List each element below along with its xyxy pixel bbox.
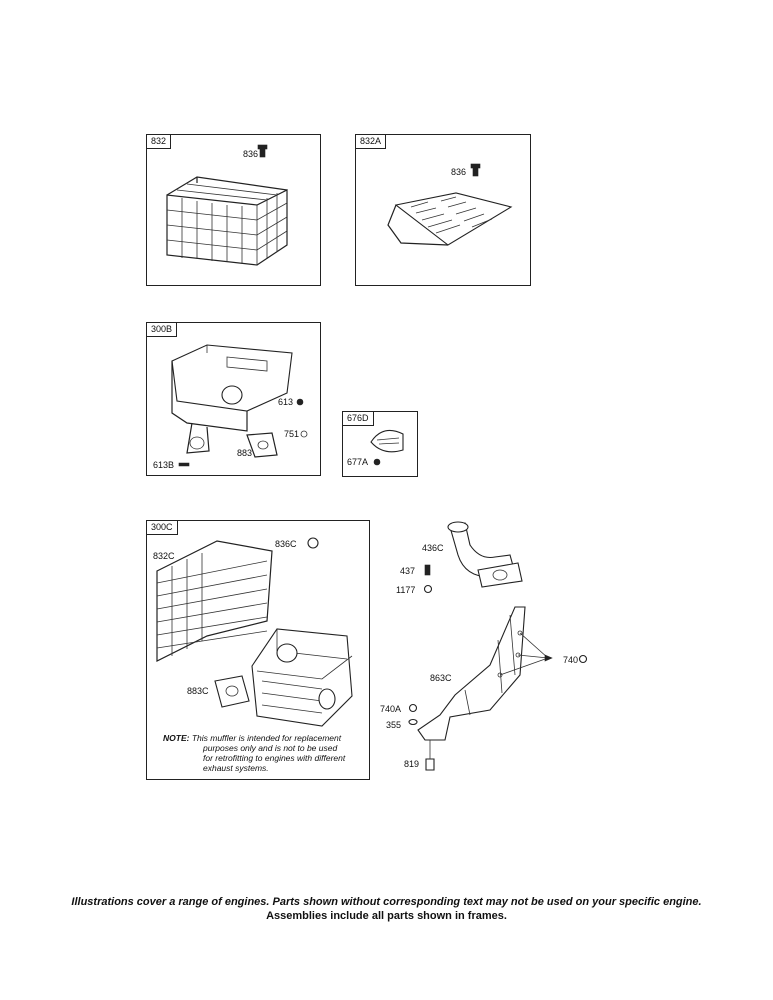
nut-icon <box>578 654 588 664</box>
note-label: NOTE: <box>163 733 190 743</box>
part-label-613[interactable]: 613 <box>278 397 294 407</box>
part-label-751[interactable]: 751 <box>284 429 300 439</box>
part-label-436c[interactable]: 436C <box>422 543 444 553</box>
bolt-icon <box>296 398 304 406</box>
part-label-883[interactable]: 883 <box>237 448 253 458</box>
frame-tag: 676D <box>342 411 374 426</box>
heat-shield-illustration <box>387 163 513 246</box>
spark-arrestor-cover-illustration <box>370 429 404 466</box>
frame-tag: 832 <box>146 134 172 149</box>
footer-assemblies-note: Assemblies include all parts shown in fr… <box>266 910 507 922</box>
part-label-832c[interactable]: 832C <box>153 551 175 561</box>
muffler-guard-illustration <box>166 144 288 266</box>
frame-tag: 300B <box>146 322 178 337</box>
part-label-863c[interactable]: 863C <box>430 673 452 683</box>
muffler-guard-assembly-illustration <box>156 537 353 727</box>
screw-icon <box>373 458 381 466</box>
screw-icon <box>424 564 431 576</box>
loose-parts-area: 436C 437 1177 740 863C 740A 355 819 <box>370 515 600 795</box>
washer-icon <box>408 718 418 726</box>
part-label-613b[interactable]: 613B <box>153 460 175 470</box>
exhaust-pipe-bracket-illustration <box>408 521 588 771</box>
replacement-note: NOTE: This muffler is intended for repla… <box>163 733 373 773</box>
part-label-1177[interactable]: 1177 <box>396 585 416 595</box>
note-line-2: purposes only and is not to be used <box>203 743 338 753</box>
part-label-836[interactable]: 836 <box>243 149 259 159</box>
part-label-740a[interactable]: 740A <box>380 704 402 714</box>
washer-icon <box>423 584 433 594</box>
frame-tag: 832A <box>355 134 387 149</box>
frame-832a: 832A 836 <box>355 134 531 286</box>
screw-icon <box>307 537 319 549</box>
note-line-3: for retrofitting to engines with differe… <box>203 753 346 763</box>
nut-icon <box>300 430 308 438</box>
part-label-437[interactable]: 437 <box>400 566 416 576</box>
part-label-836[interactable]: 836 <box>451 167 467 177</box>
note-line-1: This muffler is intended for replacement <box>191 733 342 743</box>
note-line-4: exhaust systems. <box>203 763 269 773</box>
muffler-illustration <box>171 344 308 467</box>
screw-icon <box>178 462 190 467</box>
part-label-355[interactable]: 355 <box>386 720 402 730</box>
footer-disclaimer: Illustrations cover a range of engines. … <box>71 896 702 908</box>
frame-676d: 676D 677A <box>342 411 418 477</box>
frame-300b: 300B 613 751 883 613B <box>146 322 321 476</box>
frame-832: 832 836 <box>146 134 321 286</box>
part-label-836c[interactable]: 836C <box>275 539 297 549</box>
frame-300c: 300C 836C 832C 883C NOTE: This muffler i… <box>146 520 370 780</box>
nut-icon <box>408 703 418 713</box>
part-label-740[interactable]: 740 <box>563 655 579 665</box>
part-label-819[interactable]: 819 <box>404 759 420 769</box>
bolt-icon <box>425 758 435 771</box>
frame-tag: 300C <box>146 520 178 535</box>
part-label-677a[interactable]: 677A <box>347 457 369 467</box>
part-label-883c[interactable]: 883C <box>187 686 209 696</box>
